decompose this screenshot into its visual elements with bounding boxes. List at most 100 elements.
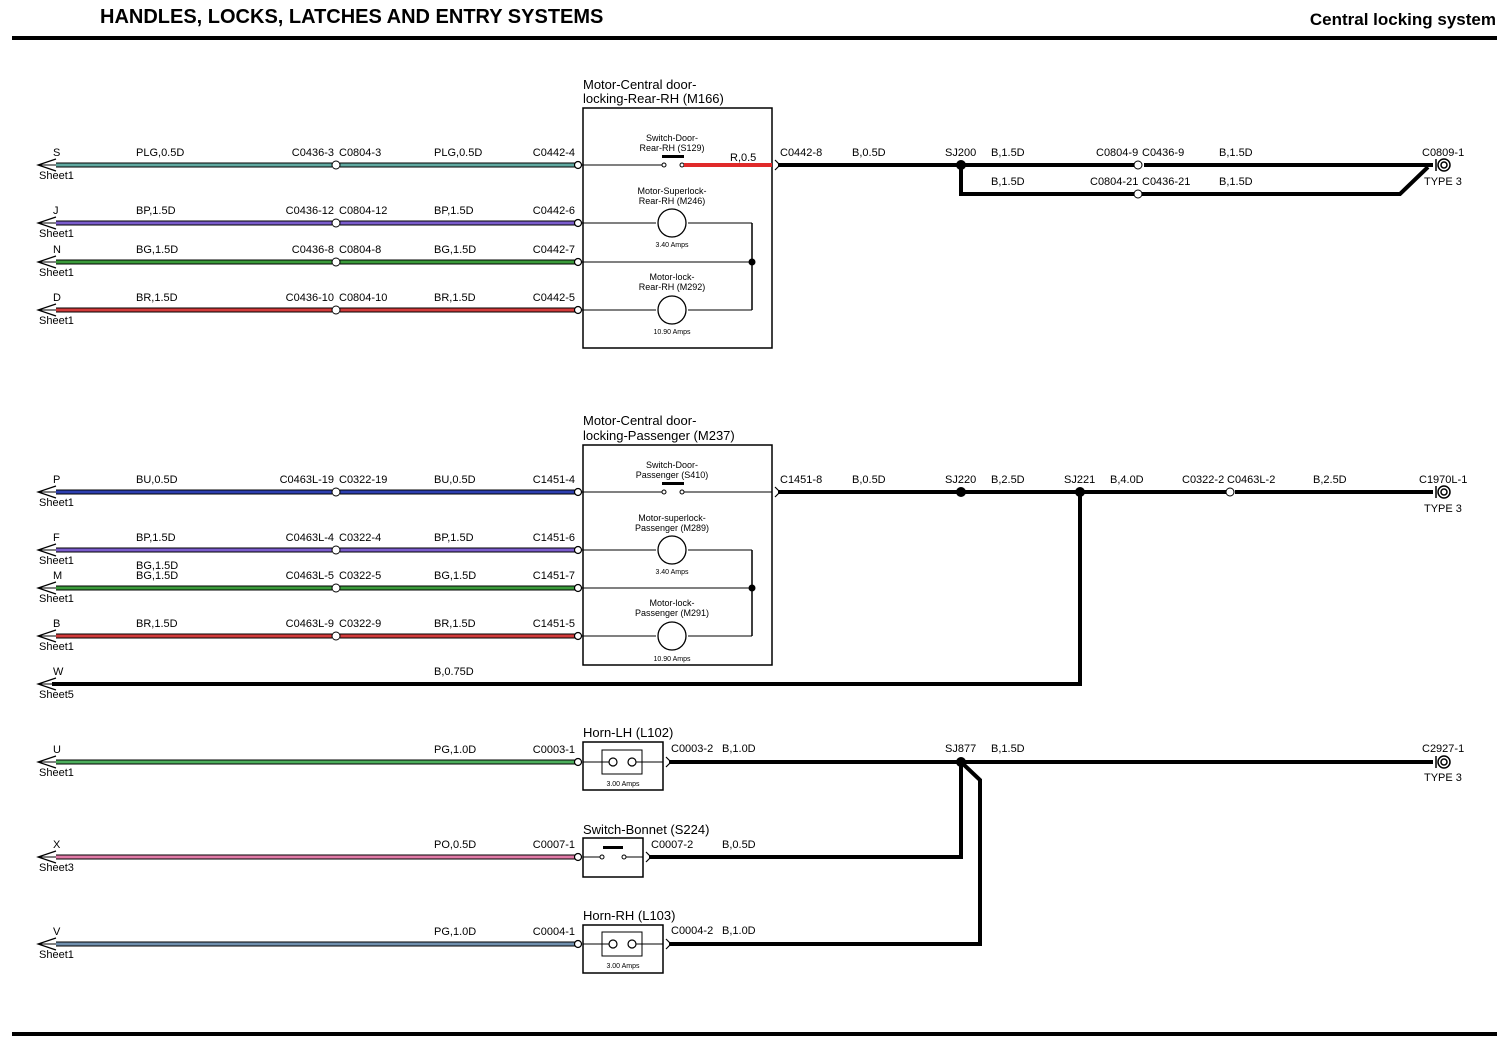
wire-s-sheet-ref: Sheet1: [39, 170, 74, 182]
wire-p-spec-left: BU,0.5D: [136, 474, 178, 486]
wire-v-terminal-label: C0004-1: [533, 926, 575, 938]
label-sj220: SJ220: [945, 474, 976, 486]
connector-c0322-2: [1225, 487, 1235, 497]
wire-m-sheet-ref: Sheet1: [39, 593, 74, 605]
m237-switch-contact-a: [661, 489, 667, 495]
wire-x-terminal-label: C0007-1: [533, 839, 575, 851]
horn-lh: Horn-LH (L102) 3.00 Amps: [582, 725, 673, 791]
m166-title-line2: locking-Rear-RH (M166): [583, 91, 724, 106]
wire-b-sheet-ref: Sheet1: [39, 641, 74, 653]
label-c0007-2: C0007-2: [651, 839, 693, 851]
label-c0463l-2: C0463L-2: [1227, 474, 1275, 486]
wire-m-spec-left: BG,1.5D: [136, 570, 178, 582]
label-c0804-9: C0804-9: [1096, 147, 1138, 159]
wire-p-letter: P: [53, 474, 60, 486]
m166-red-spec: R,0.5: [730, 152, 756, 164]
m166-motor-b-line2: Rear-RH (M292): [639, 282, 706, 292]
wire-f-conn-a: C0463L-4: [286, 532, 334, 544]
label-c0436-9: C0436-9: [1142, 147, 1184, 159]
wire-d-terminal-label: C0442-5: [533, 292, 575, 304]
m237-box: [582, 444, 773, 666]
wire-u-letter: U: [53, 744, 61, 756]
wire-j-terminal-label: C0442-6: [533, 205, 575, 217]
m237-motor-b-line2: Passenger (M291): [635, 608, 709, 618]
m237-switch-line2: Passenger (S410): [636, 470, 709, 480]
label-b05-top: B,0.5D: [852, 147, 886, 159]
label-c0809-1: C0809-1: [1422, 147, 1464, 159]
wire-d-spec-right: BR,1.5D: [434, 292, 476, 304]
wire-m-inline-connector: [331, 583, 341, 593]
wire-s-spec-right: PLG,0.5D: [434, 147, 482, 159]
wire-f-terminal: [573, 545, 583, 555]
horn-rh-terminal-b: [627, 939, 637, 949]
connector-c0804-21: [1133, 189, 1143, 199]
m237-motor-b-symbol: [657, 621, 687, 651]
wire-j-spec-left: BP,1.5D: [136, 205, 176, 217]
wire-n-inline-connector: [331, 257, 341, 267]
wire-f-inline-connector: [331, 545, 341, 555]
label-b15c: B,1.5D: [991, 176, 1025, 188]
wire-j-spec-right: BP,1.5D: [434, 205, 474, 217]
ground-c2927-inner: [1440, 758, 1448, 766]
wire-b-inline-connector: [331, 631, 341, 641]
m166-motor-a-symbol: [657, 208, 687, 238]
wire-n-spec-right: BG,1.5D: [434, 244, 476, 256]
label-b25b: B,2.5D: [1313, 474, 1347, 486]
wire-s-spec-left: PLG,0.5D: [136, 147, 184, 159]
wire-x-letter: X: [53, 839, 61, 851]
wire-v-sheet-ref: Sheet1: [39, 949, 74, 961]
ground-c1970-inner: [1440, 488, 1448, 496]
wire-w-return: [52, 492, 1082, 686]
horn-lh-terminal-a: [608, 757, 618, 767]
wire-d-conn-a: C0436-10: [286, 292, 334, 304]
wire-top-branch-right: [1142, 165, 1430, 196]
label-type3-low: TYPE 3: [1424, 772, 1462, 784]
wire-s-terminal: [573, 160, 583, 170]
horn-rh-amps: 3.00 Amps: [606, 963, 640, 970]
wire-p-terminal: [573, 487, 583, 497]
label-c1451-8: C1451-8: [780, 474, 822, 486]
m166-switch-bar: [662, 155, 684, 158]
label-c0442-8: C0442-8: [780, 147, 822, 159]
wire-s-terminal-label: C0442-4: [533, 147, 575, 159]
wire-j-terminal: [573, 218, 583, 228]
ground-c0809-inner: [1440, 161, 1448, 169]
label-sj877: SJ877: [945, 743, 976, 755]
wire-b-terminal-label: C1451-5: [533, 618, 575, 630]
label-b40: B,4.0D: [1110, 474, 1144, 486]
m166-motor-a-amps: 3.40 Amps: [655, 242, 689, 249]
wire-b-conn-a: C0463L-9: [286, 618, 334, 630]
wire-b-spec-left: BR,1.5D: [136, 618, 178, 630]
label-type3-top: TYPE 3: [1424, 176, 1462, 188]
wire-n-conn-b: C0804-8: [339, 244, 381, 256]
m237-motor-a-symbol: [657, 535, 687, 565]
horn-lh-title: Horn-LH (L102): [583, 725, 673, 740]
m237-motor-a-line2: Passenger (M289): [635, 523, 709, 533]
wire-n-conn-a: C0436-8: [292, 244, 334, 256]
right-circuit-low: C0003-2 B,1.0D SJ877 B,1.5D C2927-1 TYPE…: [645, 743, 1464, 950]
wire-s-conn-a: C0436-3: [292, 147, 334, 159]
wire-n-letter: N: [53, 244, 61, 256]
label-c2927-1: C2927-1: [1422, 743, 1464, 755]
connector-c0804-9: [1133, 160, 1143, 170]
wire-f-sheet-ref: Sheet1: [39, 555, 74, 567]
m166-motor-b-line1: Motor-lock-: [649, 272, 694, 282]
horn-lh-box: [582, 741, 664, 791]
horn-lh-terminal-b: [627, 757, 637, 767]
wire-x-sheet-ref: Sheet3: [39, 862, 74, 874]
label-c0804-21: C0804-21: [1090, 176, 1138, 188]
wire-p-conn-b: C0322-19: [339, 474, 387, 486]
wire-m-spec-right: BG,1.5D: [434, 570, 476, 582]
wire-w-sheet-ref: Sheet5: [39, 689, 74, 701]
label-bg-floating: BG,1.5D: [136, 560, 178, 572]
m166-switch-contact-b: [679, 162, 685, 168]
wire-horn-rh-return: [669, 760, 982, 946]
label-b05-mid: B,0.5D: [852, 474, 886, 486]
wire-b-letter: B: [53, 618, 60, 630]
splice-sj220: [956, 487, 966, 497]
m237-switch-bar: [662, 482, 684, 485]
label-b15a: B,1.5D: [991, 147, 1025, 159]
wire-p-conn-a: C0463L-19: [280, 474, 334, 486]
